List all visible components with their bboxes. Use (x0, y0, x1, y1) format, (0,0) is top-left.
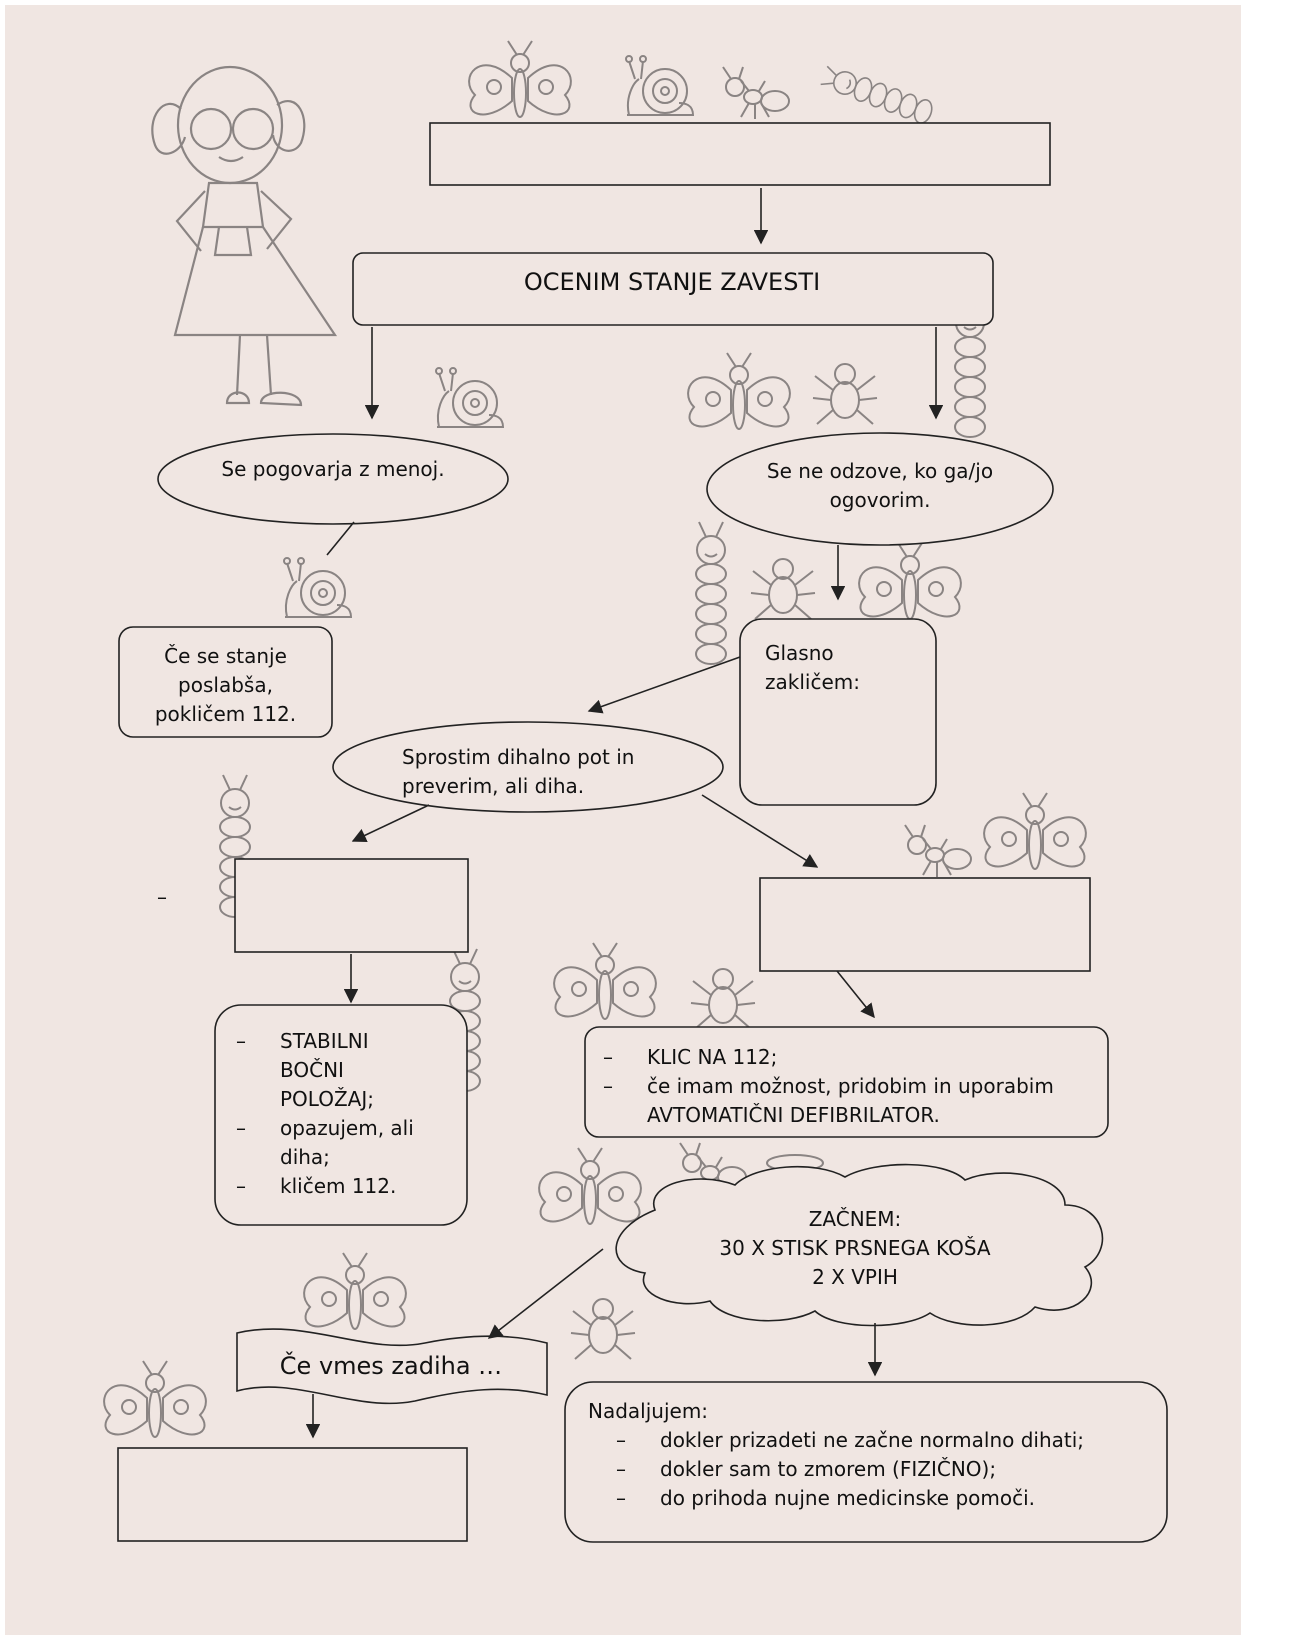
recovery-steps-list: STABILNI BOČNI POLOŽAJ; opazujem, ali di… (218, 1027, 463, 1201)
continue-intro: Nadaljujem: (588, 1399, 709, 1423)
talks-to-me-label: Se pogovarja z menoj. (221, 457, 445, 481)
ant-illustration (904, 824, 972, 878)
condition-worsens-line-2: poslabša, (178, 673, 273, 697)
ant-illustration (722, 66, 790, 120)
caterpillar-illustration (695, 521, 727, 665)
snail-illustration (625, 55, 694, 116)
call-loudly-label: Glasno zakličem: (765, 639, 925, 697)
open-airway-ellipse (332, 721, 724, 813)
aed-step-item: KLIC NA 112; (585, 1043, 1105, 1072)
condition-worsens-line-3: pokličem 112. (154, 702, 297, 726)
recovery-step-1-line-1: STABILNI (280, 1029, 369, 1053)
caterpillar-illustration (819, 63, 936, 127)
blank-breathing-box[interactable] (234, 858, 469, 953)
cpr-line-3: 2 X VPIH (812, 1265, 898, 1289)
continue-item: do prihoda nujne medicinske pomoči. (598, 1484, 1158, 1513)
open-airway-line-2: preverim, ali diha. (402, 774, 585, 798)
blank-if-breathing-box[interactable] (117, 1447, 468, 1542)
aed-step-2-line-1: če imam možnost, pridobim in uporabim (647, 1074, 1054, 1098)
continue-item: dokler sam to zmorem (FIZIČNO); (598, 1455, 1158, 1484)
cpr-line-2: 30 X STISK PRSNEGA KOŠA (719, 1236, 991, 1260)
snail-illustration (283, 557, 352, 618)
stray-dash: – (157, 885, 167, 909)
condition-worsens-box (118, 626, 333, 738)
cpr-label: ZAČNEM: 30 X STISK PRSNEGA KOŠA 2 X VPIH (665, 1205, 1045, 1292)
open-airway-label: Sprostim dihalno pot in preverim, ali di… (402, 743, 712, 801)
recovery-step-1-line-3: POLOŽAJ; (280, 1087, 374, 1111)
butterfly-illustration (303, 1252, 407, 1330)
call-112-aed-list: KLIC NA 112; če imam možnost, pridobim i… (585, 1043, 1105, 1130)
snail-illustration (435, 367, 504, 428)
aed-step-1: KLIC NA 112; (647, 1045, 778, 1069)
recovery-step-item: STABILNI BOČNI POLOŽAJ; (218, 1027, 463, 1114)
flow-arrows (305, 188, 944, 1439)
call-loudly-line-2: zakličem: (765, 670, 860, 694)
no-response-ellipse (706, 432, 1054, 546)
girl-with-glasses-illustration (151, 65, 338, 407)
butterfly-illustration (983, 792, 1087, 870)
butterfly-illustration (687, 352, 791, 430)
continue-item: dokler prizadeti ne začne normalno dihat… (598, 1426, 1158, 1455)
recovery-step-item: kličem 112. (218, 1172, 463, 1201)
recovery-step-2-line-2: diha; (280, 1145, 330, 1169)
talks-to-me-ellipse (157, 433, 509, 525)
assess-consciousness-label: OCENIM STANJE ZAVESTI (523, 268, 821, 296)
no-response-label: Se ne odzove, ko ga/jo ogovorim. (715, 457, 1045, 515)
recovery-step-2-line-1: opazujem, ali (280, 1116, 414, 1140)
blank-title-box[interactable] (429, 122, 1051, 186)
call-loudly-box[interactable] (739, 618, 937, 806)
no-response-line-1: Se ne odzove, ko ga/jo (766, 459, 994, 483)
spider-illustration (690, 968, 756, 1030)
spider-illustration (570, 1298, 636, 1360)
recovery-step-1-line-2: BOČNI (280, 1058, 344, 1082)
open-airway-line-1: Sprostim dihalno pot in (402, 745, 635, 769)
recovery-step-3: kličem 112. (280, 1174, 397, 1198)
spider-illustration (750, 558, 816, 620)
spider-illustration (812, 363, 878, 425)
worksheet-page: OCENIM STANJE ZAVESTI Se pogovarja z men… (5, 5, 1241, 1635)
scroll-banner (236, 1328, 548, 1405)
recovery-step-item: opazujem, ali diha; (218, 1114, 463, 1172)
butterfly-illustration (858, 542, 962, 620)
flowchart-canvas (103, 40, 1168, 1543)
blank-not-breathing-box[interactable] (759, 877, 1091, 972)
butterfly-illustration (553, 942, 657, 1020)
assess-consciousness-box (352, 252, 994, 326)
no-response-line-2: ogovorim. (829, 488, 931, 512)
aed-step-2-line-2: AVTOMATIČNI DEFIBRILATOR. (647, 1103, 940, 1127)
butterfly-illustration (538, 1147, 642, 1225)
butterfly-illustration (103, 1360, 207, 1438)
banner-label: Če vmes zadiha … (279, 1352, 503, 1380)
cpr-cloud (615, 1163, 1104, 1327)
cpr-line-1: ZAČNEM: (808, 1207, 902, 1231)
condition-worsens-label: Če se stanje poslabša, pokličem 112. (121, 642, 330, 729)
aed-step-item: če imam možnost, pridobim in uporabim AV… (585, 1072, 1105, 1130)
butterfly-illustration (468, 40, 572, 118)
call-loudly-line-1: Glasno (765, 641, 834, 665)
continue-content: Nadaljujem: dokler prizadeti ne začne no… (588, 1397, 1158, 1513)
condition-worsens-line-1: Če se stanje (164, 644, 287, 668)
